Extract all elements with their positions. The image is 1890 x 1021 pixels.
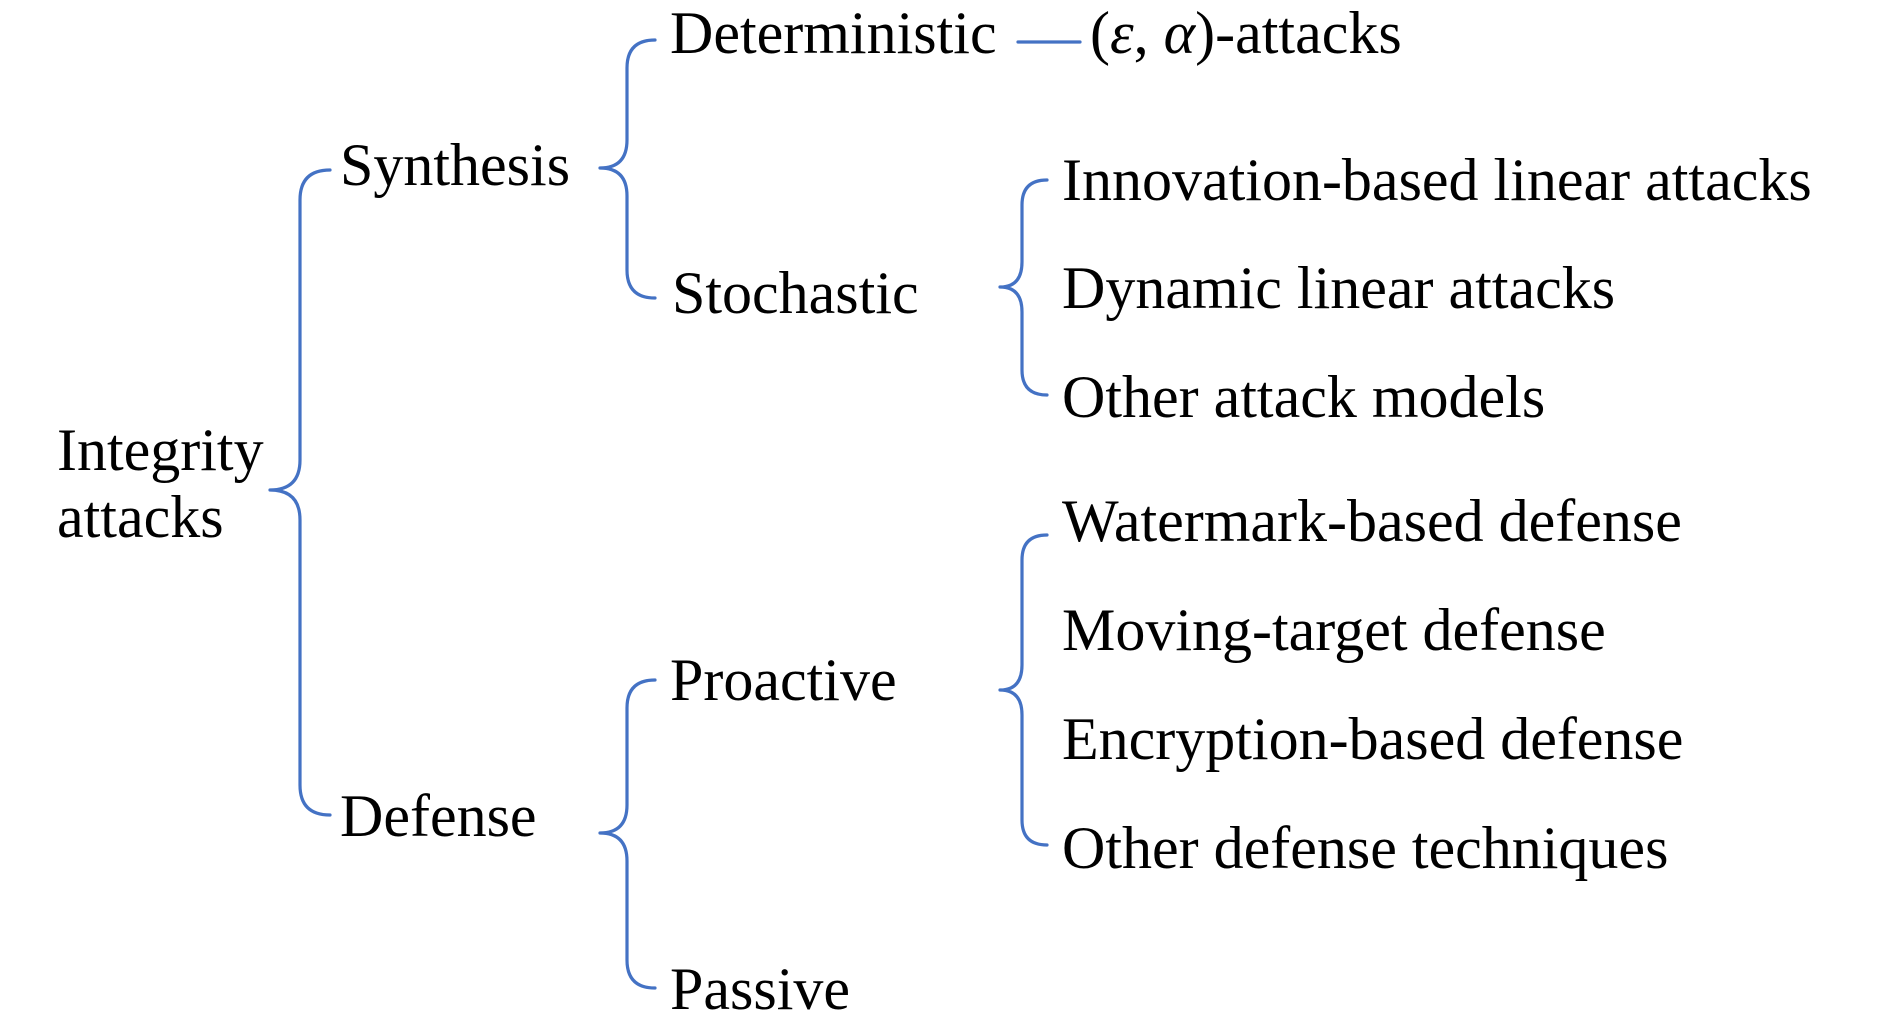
stochastic-item: Dynamic linear attacks bbox=[1062, 255, 1615, 321]
proactive-item: Moving-target defense bbox=[1062, 597, 1606, 663]
passive-label: Passive bbox=[670, 956, 850, 1021]
root-brace bbox=[268, 168, 332, 817]
root-label-line2: attacks bbox=[57, 484, 224, 550]
defense-label: Defense bbox=[340, 783, 537, 849]
stochastic-item: Other attack models bbox=[1062, 364, 1545, 430]
proactive-item: Watermark-based defense bbox=[1062, 488, 1682, 554]
epsilon-symbol: ε bbox=[1110, 0, 1134, 66]
labels: Integrity attacks Synthesis Defense Dete… bbox=[57, 0, 1812, 1021]
open-paren: ( bbox=[1090, 0, 1110, 66]
proactive-label: Proactive bbox=[670, 647, 897, 713]
attacks-suffix: )-attacks bbox=[1195, 0, 1402, 66]
epsilon-alpha-attacks-label: (ε, α)-attacks bbox=[1090, 0, 1402, 66]
proactive-item: Other defense techniques bbox=[1062, 815, 1668, 881]
comma: , bbox=[1134, 0, 1164, 66]
deterministic-label: Deterministic bbox=[670, 0, 997, 66]
root-label-line1: Integrity bbox=[57, 417, 264, 483]
stochastic-brace bbox=[998, 178, 1049, 397]
connectors bbox=[268, 38, 1082, 990]
alpha-symbol: α bbox=[1164, 0, 1197, 66]
proactive-brace bbox=[998, 533, 1049, 847]
stochastic-label: Stochastic bbox=[672, 260, 919, 326]
proactive-item: Encryption-based defense bbox=[1062, 706, 1683, 772]
synthesis-label: Synthesis bbox=[340, 132, 570, 198]
defense-brace bbox=[598, 678, 657, 990]
synthesis-brace bbox=[598, 38, 657, 300]
stochastic-item: Innovation-based linear attacks bbox=[1062, 147, 1812, 213]
